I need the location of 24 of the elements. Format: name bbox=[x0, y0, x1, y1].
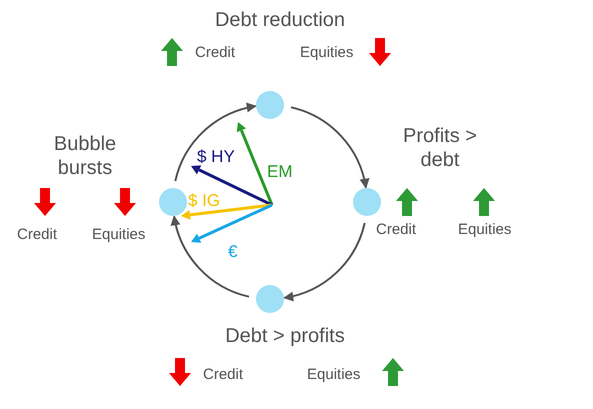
asset-label: Equities bbox=[458, 221, 512, 239]
cycle-arrow bbox=[283, 222, 366, 301]
phase-circle bbox=[256, 285, 284, 313]
vector-label: $ HY bbox=[197, 148, 235, 166]
vector-label: € bbox=[228, 243, 238, 261]
vector-label: $ IG bbox=[188, 192, 220, 210]
phase-heading: Bubble bursts bbox=[52, 132, 118, 180]
asset-label: Credit bbox=[195, 44, 236, 62]
cycle-arrow bbox=[171, 215, 250, 298]
phase-circle bbox=[159, 188, 187, 216]
asset-label: Credit bbox=[17, 226, 58, 244]
phase-circle bbox=[353, 188, 381, 216]
asset-label: Credit bbox=[203, 366, 244, 384]
phase-heading: Debt > profits bbox=[224, 324, 346, 348]
asset-label: Credit bbox=[376, 221, 416, 239]
phase-heading: Profits > debt bbox=[402, 124, 478, 172]
cycle-arrow bbox=[174, 103, 257, 182]
cycle-arrow bbox=[290, 106, 369, 189]
phase-heading: Debt reduction bbox=[214, 8, 346, 32]
phase-circle bbox=[256, 91, 284, 119]
asset-label: Equities bbox=[92, 226, 146, 244]
vector-label: EM bbox=[267, 163, 292, 181]
asset-label: Equities bbox=[300, 44, 354, 62]
asset-label: Equities bbox=[307, 366, 360, 384]
